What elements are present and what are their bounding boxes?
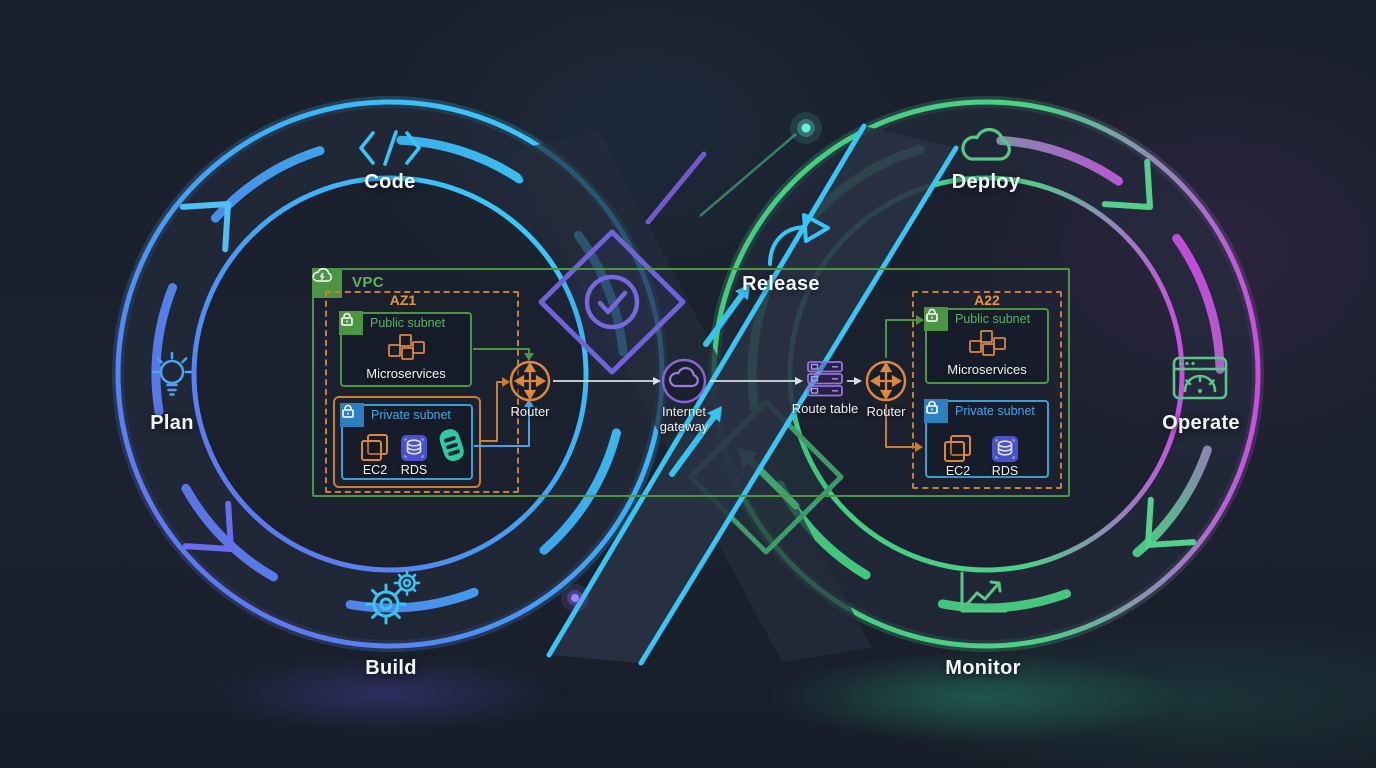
vpc-tag [312, 268, 342, 298]
rds-icon [992, 436, 1018, 462]
code-icon [359, 130, 421, 166]
lock-icon [926, 400, 938, 414]
stage-build: Build [365, 657, 417, 679]
public-subnet-lock-tag [339, 311, 363, 335]
az2-private-subnet-label: Private subnet [955, 404, 1035, 418]
az1-private-subnet-label: Private subnet [371, 408, 451, 422]
microservices-icon [969, 330, 1006, 356]
gears-icon [365, 570, 421, 625]
glow-dot-teal [699, 112, 822, 217]
ec2-icon [944, 435, 971, 462]
crossing-band-ascending [546, 123, 959, 666]
stage-operate: Operate [1162, 412, 1240, 434]
vpc-label: VPC [352, 274, 385, 291]
internet-gateway-icon [661, 358, 707, 404]
public-subnet-lock-tag [924, 307, 948, 331]
router-right-label: Router [866, 404, 906, 419]
az1-public-subnet-label: Public subnet [370, 316, 446, 330]
router-icon [865, 360, 907, 402]
az1-label: AZ1 [389, 292, 417, 308]
cloud-icon [961, 128, 1011, 161]
stage-monitor: Monitor [945, 657, 1021, 679]
lock-icon [341, 312, 353, 326]
az2-boundary [912, 291, 1062, 489]
arrow-up-right-icon [703, 284, 750, 347]
ec2-icon [361, 434, 388, 461]
internet-gateway-label: Internet gateway [659, 404, 709, 434]
release-arrow-icon [768, 213, 830, 266]
az1-rds-label: RDS [400, 463, 428, 477]
flow-chevron [1101, 158, 1153, 210]
route-table-icon [807, 361, 843, 397]
route-table-label: Route table [791, 401, 859, 416]
flow-chevron [1145, 496, 1197, 548]
check-circle-icon [584, 274, 640, 330]
purple-chevron-panel [538, 229, 686, 375]
line-chart-icon [960, 571, 1008, 613]
gauge-window-icon [1172, 356, 1228, 400]
database-3d-icon [439, 429, 464, 462]
arrow-up-right-icon [669, 406, 722, 477]
az2-label: A22 [974, 292, 1000, 308]
rds-icon [401, 435, 427, 461]
az2-microservices-label: Microservices [947, 362, 1027, 377]
lock-icon [926, 308, 938, 322]
stage-code: Code [364, 171, 416, 193]
flow-chevron [182, 500, 234, 552]
lock-icon [342, 404, 354, 418]
az1-microservices-label: Microservices [366, 366, 446, 381]
glow-dot-purple [561, 584, 589, 612]
router-icon [509, 360, 551, 402]
stage-plan: Plan [150, 412, 194, 434]
router-left-label: Router [510, 404, 550, 419]
az2-ec2-label: EC2 [945, 464, 971, 478]
cloud-bolt-icon [312, 268, 332, 282]
az2-public-subnet-label: Public subnet [955, 312, 1031, 326]
private-subnet-lock-tag [924, 399, 948, 423]
flow-chevron [179, 201, 231, 253]
stage-deploy: Deploy [951, 171, 1021, 193]
az1-ec2-label: EC2 [362, 463, 388, 477]
microservices-icon [388, 334, 425, 360]
vpc-boundary [312, 268, 1070, 497]
lightbulb-icon [151, 351, 193, 396]
private-subnet-lock-tag [340, 403, 364, 427]
az2-rds-label: RDS [991, 464, 1019, 478]
stage-release: Release [742, 273, 820, 295]
